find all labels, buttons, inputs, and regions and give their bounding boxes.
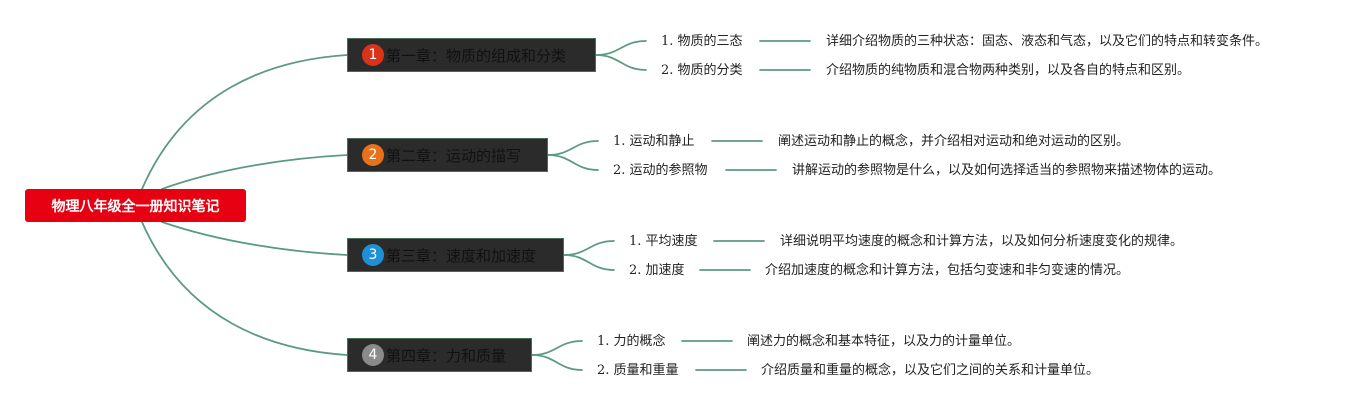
link-root-ch1 xyxy=(141,54,348,190)
chapter-number-badge: 1 xyxy=(362,44,384,66)
chapter-2-item-2-desc[interactable]: 讲解运动的参照物是什么，以及如何选择适当的参照物来描述物体的运动。 xyxy=(792,163,1222,178)
chapter-4-item-2[interactable]: 2. 质量和重量 xyxy=(597,363,679,378)
chapter-1-item-1[interactable]: 1. 物质的三态 xyxy=(661,34,743,49)
link-ch1-item1 xyxy=(595,40,647,56)
chapter-3-item-1[interactable]: 1. 平均速度 xyxy=(629,234,698,249)
link-ch4-item2 xyxy=(531,354,583,371)
chapter-3-item-2[interactable]: 2. 加速度 xyxy=(629,263,685,278)
chapter-number-badge: 2 xyxy=(362,144,384,166)
chapter-4-item-2-desc[interactable]: 介绍质量和重量的概念，以及它们之间的关系和计量单位。 xyxy=(761,363,1100,378)
chapter-1-topic[interactable]: 1 第一章：物质的组成和分类 xyxy=(347,38,596,72)
link-ch2-item2 xyxy=(547,154,599,171)
chapter-4-topic[interactable]: 4 第四章：力和质量 xyxy=(347,338,532,372)
chapter-title: 第一章：物质的组成和分类 xyxy=(386,46,567,65)
link-root-ch3 xyxy=(161,221,348,256)
chapter-title: 第四章：力和质量 xyxy=(386,346,507,365)
link-ch3-item1 xyxy=(563,240,615,256)
chapter-number-badge: 3 xyxy=(362,244,384,266)
chapter-3-item-2-desc[interactable]: 介绍加速度的概念和计算方法，包括匀变速和非匀变速的情况。 xyxy=(765,263,1130,278)
chapter-4-item-1-desc[interactable]: 阐述力的概念和基本特征，以及力的计量单位。 xyxy=(747,334,1021,349)
chapter-2-topic[interactable]: 2 第二章：运动的描写 xyxy=(347,138,548,172)
chapter-title: 第三章：速度和加速度 xyxy=(386,246,537,265)
chapter-4-item-1[interactable]: 1. 力的概念 xyxy=(597,334,666,349)
chapter-3-item-1-desc[interactable]: 详细说明平均速度的概念和计算方法，以及如何分析速度变化的规律。 xyxy=(780,234,1184,249)
link-ch3-item2 xyxy=(563,254,615,271)
root-topic[interactable]: 物理八年级全一册知识笔记 xyxy=(25,189,246,222)
link-ch1-item2 xyxy=(595,54,647,71)
chapter-1-item-2[interactable]: 2. 物质的分类 xyxy=(661,63,743,78)
link-root-ch4 xyxy=(141,221,348,356)
chapter-1-item-1-desc[interactable]: 详细介绍物质的三种状态：固态、液态和气态，以及它们的特点和转变条件。 xyxy=(826,34,1269,49)
chapter-2-item-1-desc[interactable]: 阐述运动和静止的概念，并介绍相对运动和绝对运动的区别。 xyxy=(778,134,1130,149)
root-title: 物理八年级全一册知识笔记 xyxy=(51,198,220,215)
link-ch4-item1 xyxy=(531,340,583,356)
chapter-1-item-2-desc[interactable]: 介绍物质的纯物质和混合物两种类别，以及各自的特点和区别。 xyxy=(826,63,1191,78)
chapter-2-item-1[interactable]: 1. 运动和静止 xyxy=(613,134,695,149)
link-ch2-item1 xyxy=(547,140,599,156)
chapter-title: 第二章：运动的描写 xyxy=(386,146,522,165)
chapter-number-badge: 4 xyxy=(362,344,384,366)
link-root-ch2 xyxy=(161,154,348,190)
chapter-2-item-2[interactable]: 2. 运动的参照物 xyxy=(613,163,708,178)
chapter-3-topic[interactable]: 3 第三章：速度和加速度 xyxy=(347,238,564,272)
